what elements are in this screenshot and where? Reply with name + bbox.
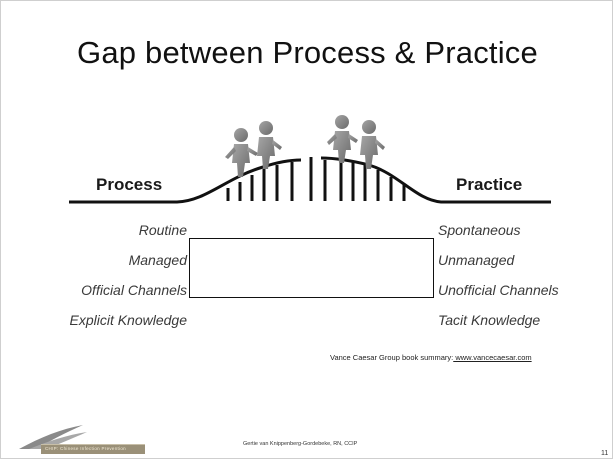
people-holding-hands-icon bbox=[327, 115, 385, 169]
process-term: Official Channels bbox=[81, 282, 187, 298]
footer-author: Gertie van Knippenberg-Gordebeke, RN, CC… bbox=[243, 441, 358, 447]
page-number: 11 bbox=[601, 450, 609, 457]
bridge-posts-gap bbox=[309, 157, 327, 201]
practice-slope bbox=[320, 156, 551, 204]
slide-title: Gap between Process & Practice bbox=[77, 35, 538, 70]
citation-link[interactable]: www.vancecaesar.com bbox=[453, 353, 532, 362]
citation: Vance Caesar Group book summary: www.van… bbox=[330, 353, 532, 362]
practice-term: Unofficial Channels bbox=[438, 282, 559, 298]
process-term: Managed bbox=[128, 252, 187, 268]
footer-banner: CHIP: Chinese Infection Prevention bbox=[41, 444, 145, 454]
practice-heading: Practice bbox=[456, 175, 523, 194]
practice-term: Spontaneous bbox=[438, 222, 521, 238]
practice-term: Unmanaged bbox=[438, 252, 515, 268]
practice-term: Tacit Knowledge bbox=[438, 312, 541, 328]
footer-banner-text: CHIP: Chinese Infection Prevention bbox=[45, 446, 126, 451]
citation-text: Vance Caesar Group book summary: bbox=[330, 353, 454, 362]
bridge-posts-right bbox=[339, 160, 406, 201]
people-holding-hands-icon bbox=[225, 121, 282, 177]
process-term: Explicit Knowledge bbox=[69, 312, 187, 328]
gap-box bbox=[189, 238, 434, 298]
process-term: Routine bbox=[138, 222, 187, 238]
bridge-posts-left bbox=[226, 162, 294, 201]
process-heading: Process bbox=[96, 175, 163, 194]
process-slope bbox=[69, 158, 302, 204]
